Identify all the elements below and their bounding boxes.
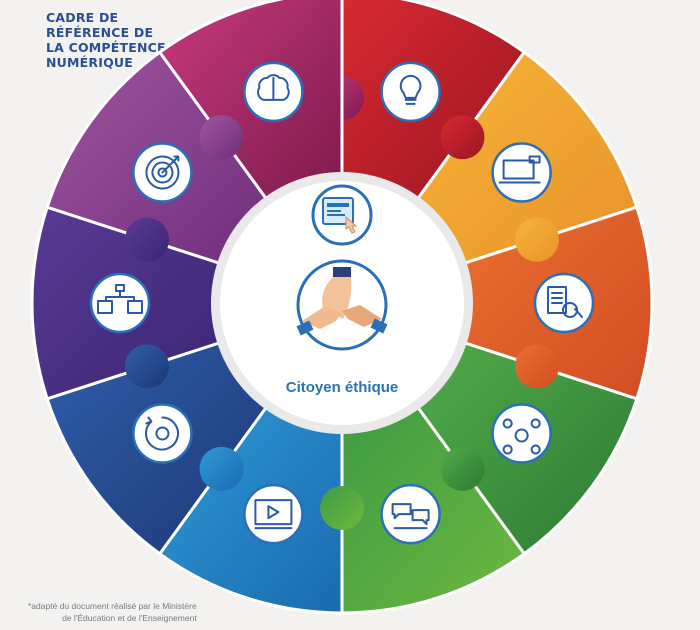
- puzzle-knob: [199, 115, 244, 160]
- center-disc: Citoyen éthique: [211, 172, 473, 434]
- title-line-2: RÉFÉRENCE DE: [46, 25, 154, 40]
- connected-computers-icon: [89, 272, 151, 334]
- puzzle-knob: [440, 446, 485, 491]
- title-line-3: LA COMPÉTENCE: [46, 40, 166, 55]
- puzzle-knob: [125, 344, 170, 389]
- cycle-arrows-icon: [132, 403, 193, 464]
- puzzle-knob: [514, 344, 559, 389]
- title-line-1: CADRE DE: [46, 10, 119, 25]
- center-label: Citoyen éthique: [286, 379, 399, 396]
- document-search-icon: [533, 272, 595, 334]
- hands-together-icon: [296, 259, 388, 351]
- puzzle-knob: [199, 446, 244, 491]
- target-icon: [132, 142, 193, 203]
- computer-desk-icon: [491, 142, 552, 203]
- frame-title: CADRE DE RÉFÉRENCE DE LA COMPÉTENCE NUMÉ…: [46, 10, 166, 70]
- network-people-icon: [491, 403, 552, 464]
- puzzle-knob: [514, 217, 559, 262]
- brain-question-icon: [243, 61, 304, 123]
- lightbulb-icon: [380, 61, 441, 123]
- title-line-4: NUMÉRIQUE: [46, 55, 133, 70]
- puzzle-knob: [440, 115, 485, 160]
- chat-bubbles-icon: [380, 483, 441, 545]
- tablet-touch-icon: [311, 184, 373, 246]
- icons-layer: [89, 61, 595, 545]
- footnote-line-2: de l'Éducation et de l'Enseignement: [62, 613, 197, 623]
- puzzle-knob: [320, 486, 364, 530]
- puzzle-knob: [125, 217, 170, 262]
- video-player-icon: [243, 483, 304, 545]
- footnote-line-1: *adapté du document réalisé par le Minis…: [28, 601, 197, 611]
- footnote: *adapté du document réalisé par le Minis…: [28, 600, 197, 624]
